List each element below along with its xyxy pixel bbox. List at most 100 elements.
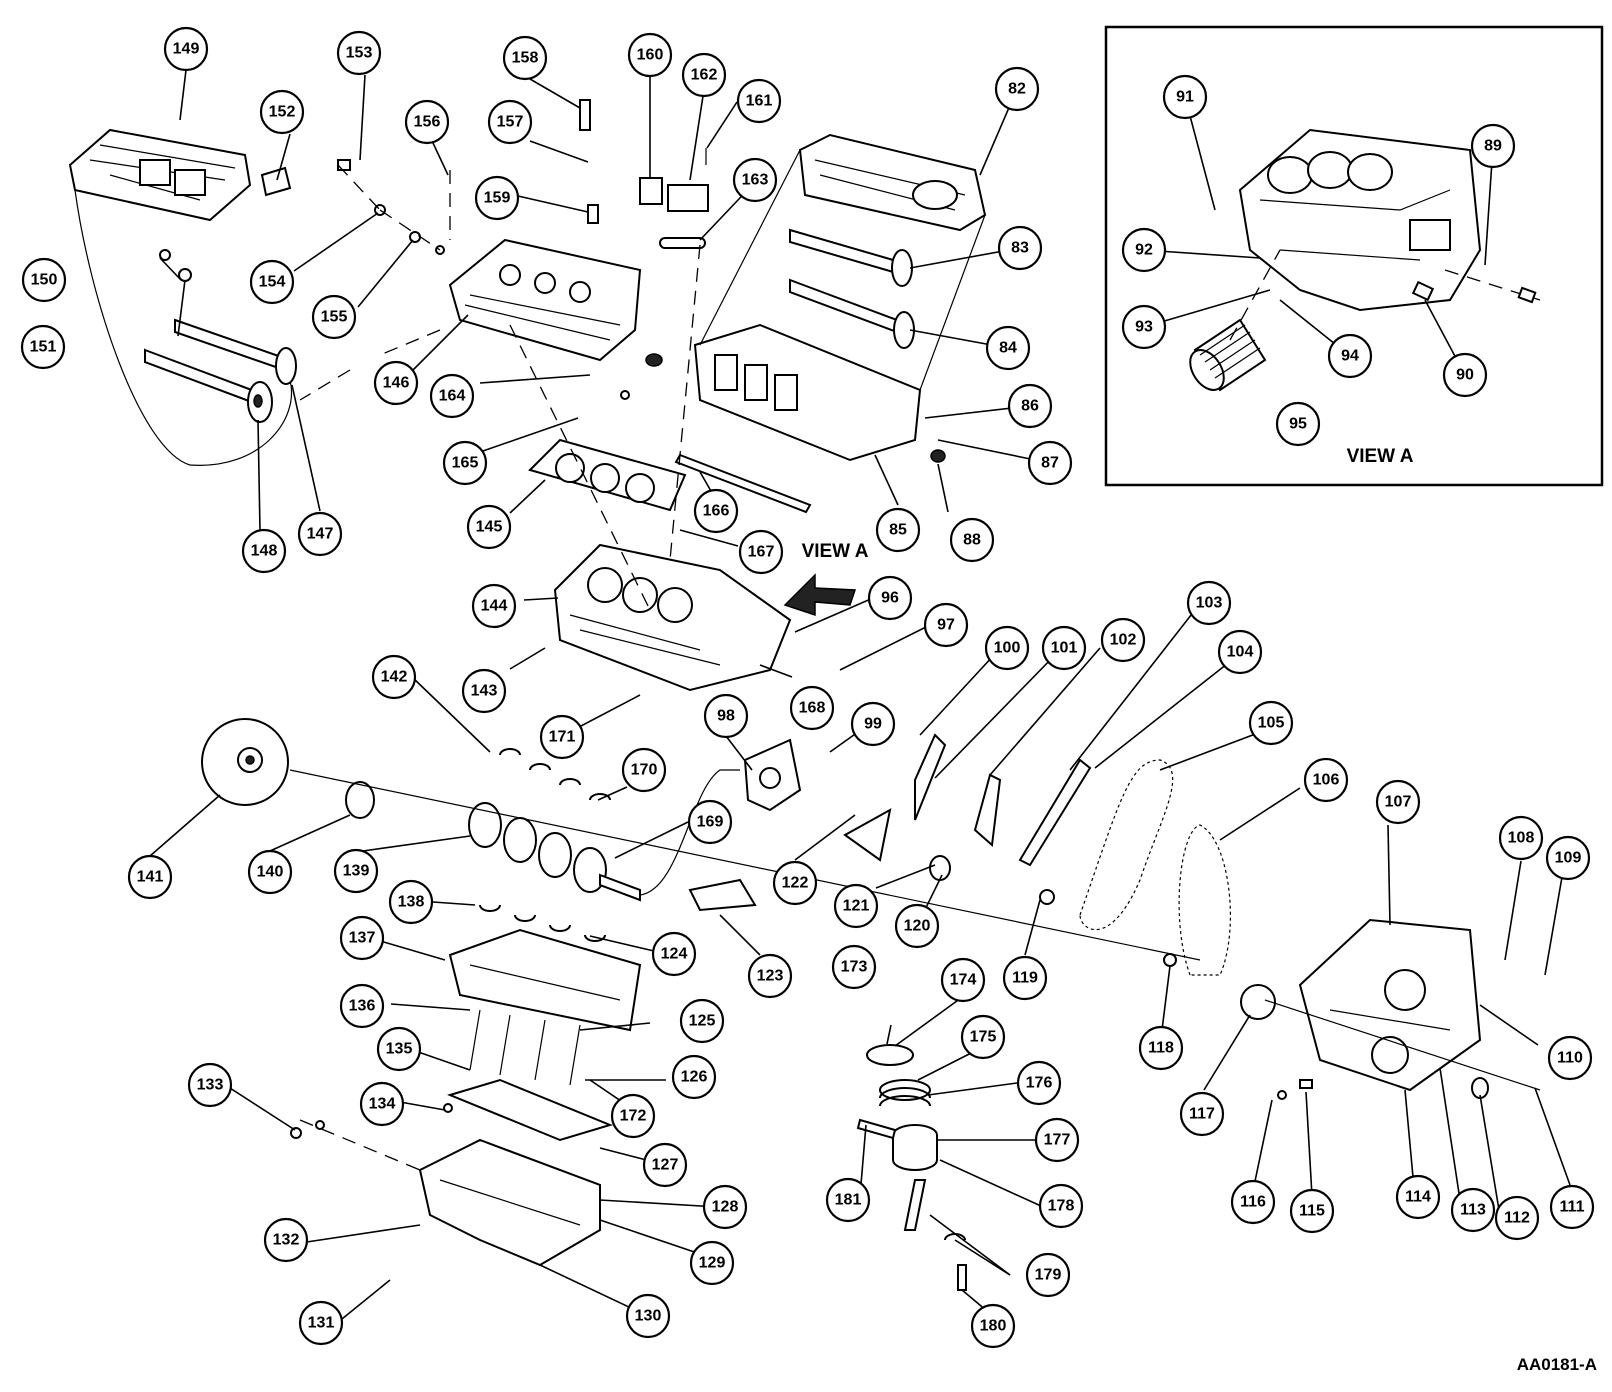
svg-text:157: 157	[497, 114, 524, 131]
leader-lines	[149, 69, 1571, 1337]
svg-text:142: 142	[381, 669, 408, 686]
callout-119: 119	[1002, 955, 1048, 1001]
svg-text:89: 89	[1484, 138, 1502, 155]
camshafts-right	[789, 228, 915, 349]
callout-147: 147	[297, 511, 343, 557]
svg-text:93: 93	[1135, 319, 1153, 336]
valve-cover-left	[68, 128, 252, 222]
callout-134: 134	[359, 1081, 405, 1127]
svg-text:171: 171	[549, 729, 576, 746]
callout-163: 163	[732, 157, 778, 203]
svg-text:179: 179	[1035, 1267, 1062, 1284]
callout-130: 130	[625, 1293, 671, 1339]
callout-154: 154	[249, 259, 295, 305]
callout-140: 140	[247, 849, 293, 895]
svg-text:154: 154	[259, 274, 286, 291]
callout-117: 117	[1179, 1091, 1225, 1137]
callout-160: 160	[627, 32, 673, 78]
view-a-arrow-label: VIEW A	[802, 541, 869, 562]
callout-173: 173	[831, 944, 877, 990]
callout-144: 144	[471, 583, 517, 629]
callout-114: 114	[1395, 1174, 1441, 1220]
svg-text:164: 164	[439, 388, 466, 405]
callout-178: 178	[1038, 1183, 1084, 1229]
callout-152: 152	[259, 89, 305, 135]
callout-127: 127	[642, 1142, 688, 1188]
svg-text:87: 87	[1041, 455, 1059, 472]
svg-text:94: 94	[1341, 348, 1359, 365]
callout-104: 104	[1217, 629, 1263, 675]
svg-text:150: 150	[31, 272, 58, 289]
svg-text:176: 176	[1026, 1075, 1053, 1092]
chain-guide-right	[1018, 758, 1092, 867]
piston	[892, 1124, 938, 1171]
rear-seal	[345, 781, 375, 819]
svg-text:100: 100	[994, 640, 1021, 657]
svg-text:135: 135	[386, 1041, 413, 1058]
svg-text:122: 122	[782, 875, 809, 892]
svg-text:85: 85	[889, 522, 907, 539]
valve-cover-gasket	[74, 189, 292, 466]
svg-text:133: 133	[197, 1077, 224, 1094]
svg-text:111: 111	[1560, 1199, 1585, 1216]
svg-text:151: 151	[30, 339, 57, 356]
svg-text:91: 91	[1176, 89, 1194, 106]
callout-148: 148	[241, 528, 287, 574]
callout-86: 86	[1007, 383, 1053, 429]
head-gasket-left	[528, 438, 687, 512]
svg-text:123: 123	[757, 968, 784, 985]
svg-text:106: 106	[1313, 772, 1340, 789]
front-cover	[1298, 918, 1482, 1092]
callout-162: 162	[681, 52, 727, 98]
callout-121: 121	[833, 883, 879, 929]
callout-153: 153	[336, 30, 382, 76]
callout-94: 94	[1327, 333, 1373, 379]
svg-text:153: 153	[346, 45, 373, 62]
svg-text:143: 143	[471, 683, 498, 700]
callout-116: 116	[1230, 1179, 1276, 1225]
callout-158: 158	[502, 35, 548, 81]
callout-83: 83	[997, 225, 1043, 271]
figure-code: AA0181-A	[1517, 1355, 1597, 1374]
callout-177: 177	[1034, 1117, 1080, 1163]
svg-text:129: 129	[699, 1255, 726, 1272]
callout-155: 155	[311, 294, 357, 340]
svg-text:92: 92	[1135, 242, 1153, 259]
svg-text:83: 83	[1011, 240, 1029, 257]
svg-text:97: 97	[937, 617, 955, 634]
callout-157: 157	[487, 99, 533, 145]
callout-133: 133	[187, 1062, 233, 1108]
callout-170: 170	[621, 747, 667, 793]
callout-112: 112	[1494, 1195, 1540, 1241]
svg-text:167: 167	[748, 544, 775, 561]
callouts: 82 83 84 85 86 87 88 89 90 91 92 93 94 9…	[20, 26, 1595, 1349]
callout-151: 151	[20, 324, 66, 370]
callout-93: 93	[1121, 304, 1167, 350]
callout-89: 89	[1470, 123, 1516, 169]
callout-145: 145	[466, 504, 512, 550]
crank-sprocket	[929, 855, 951, 881]
svg-text:82: 82	[1008, 81, 1026, 98]
oil-pickup	[688, 878, 757, 912]
callout-165: 165	[442, 440, 488, 486]
timing-chain-right	[1178, 824, 1232, 976]
callout-149: 149	[163, 26, 209, 72]
view-a-box-label: VIEW A	[1347, 446, 1414, 467]
svg-text:120: 120	[904, 918, 931, 935]
svg-text:112: 112	[1504, 1210, 1530, 1227]
svg-text:134: 134	[369, 1096, 396, 1113]
callout-179: 179	[1025, 1252, 1071, 1298]
svg-text:175: 175	[970, 1029, 997, 1046]
callout-137: 137	[339, 915, 385, 961]
callout-82: 82	[994, 66, 1040, 112]
svg-text:174: 174	[950, 972, 977, 989]
callout-126: 126	[671, 1054, 717, 1100]
oil-pan-gasket	[447, 1078, 613, 1142]
svg-text:130: 130	[635, 1308, 662, 1325]
svg-text:166: 166	[703, 503, 730, 520]
callout-99: 99	[850, 701, 896, 747]
callout-125: 125	[679, 998, 725, 1044]
callout-142: 142	[371, 654, 417, 700]
callout-171: 171	[539, 714, 585, 760]
callout-139: 139	[333, 848, 379, 894]
